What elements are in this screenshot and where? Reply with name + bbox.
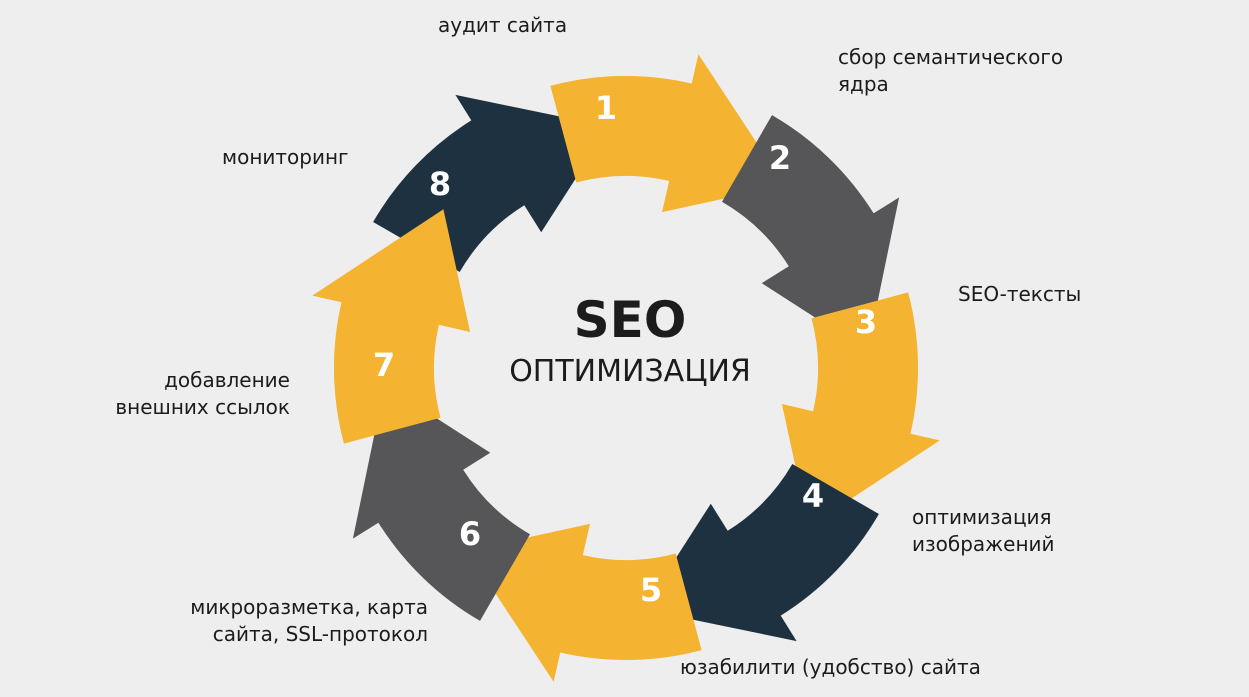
step-number-3: 3: [855, 303, 877, 341]
step-label-3: SEO-тексты: [958, 282, 1082, 306]
step-number-2: 2: [769, 139, 791, 177]
step-number-7: 7: [373, 346, 395, 384]
step-label-7: добавление внешних ссылок: [115, 368, 290, 419]
step-number-8: 8: [429, 165, 451, 203]
arrow-segment-6: [467, 523, 702, 682]
step-label-2: сбор семантического ядра: [838, 45, 1064, 96]
step-number-6: 6: [459, 515, 481, 553]
step-label-6: микроразметка, карта сайта, SSL-протокол: [190, 595, 428, 646]
arrow-segment-7: [352, 384, 530, 621]
step-label-5: юзабилити (удобство) сайта: [680, 655, 981, 679]
center-subtitle: ОПТИМИЗАЦИЯ: [509, 354, 751, 389]
step-number-1: 1: [595, 89, 617, 127]
step-label-1: аудит сайта: [438, 13, 568, 37]
step-label-4: оптимизация изображений: [912, 505, 1055, 556]
arrow-segment-3: [722, 115, 900, 352]
arrow-segment-8: [312, 209, 471, 444]
arrow-segment-5: [642, 464, 879, 642]
arrow-segment-2: [550, 54, 785, 213]
center-title: SEO: [573, 291, 687, 349]
step-label-8: мониторинг: [222, 145, 349, 169]
arrow-segment-4: [781, 292, 940, 527]
step-number-5: 5: [640, 571, 662, 609]
step-number-4: 4: [802, 477, 824, 515]
